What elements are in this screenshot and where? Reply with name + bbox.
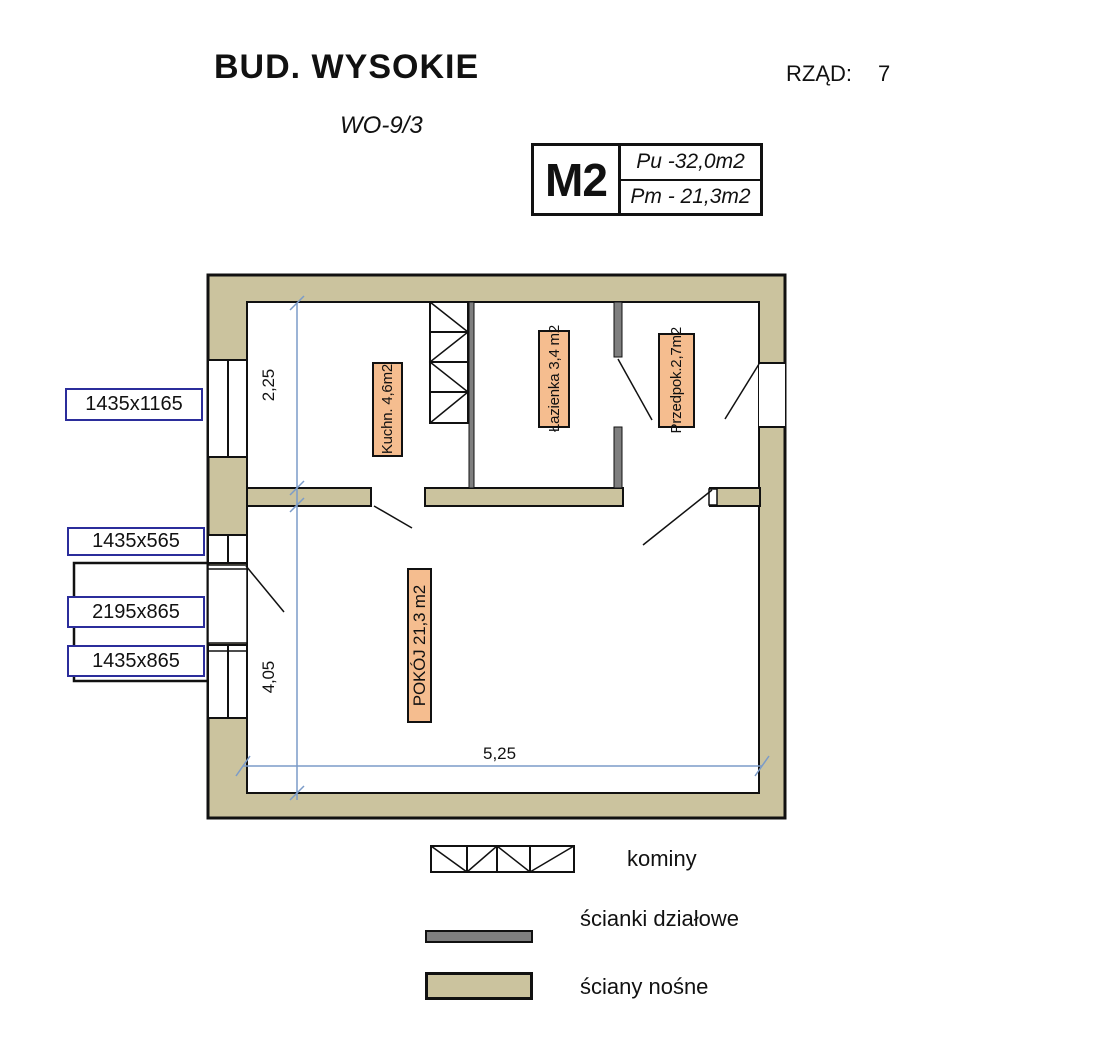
- partition-wall-legend-label: ścianki działowe: [580, 906, 739, 931]
- dimension-room-depth: 4,05: [259, 660, 278, 694]
- room-door-swing: [642, 489, 713, 546]
- hallway-label: Przedpok.2,7m2: [658, 327, 695, 434]
- bathroom-door-swing: [617, 358, 653, 421]
- hallway-label-text: Przedpok.2,7m2: [668, 327, 685, 434]
- kitchen-partition-wall: [468, 301, 475, 489]
- chimney-legend-label: kominy: [627, 846, 697, 871]
- unit-card: M2 Pu -32,0m2 Pm - 21,3m2: [531, 143, 763, 216]
- window-2-symbol: [207, 534, 248, 564]
- room-label: POKÓJ 21,3 m2: [407, 568, 432, 723]
- drawing-code: WO-9/3: [340, 112, 423, 139]
- kitchen-door-swing: [373, 505, 413, 529]
- balcony-door-label: 2195x865: [67, 596, 205, 628]
- bathroom-label: Łazienka 3,4 m2: [538, 325, 570, 433]
- entry-door-swing: [724, 363, 760, 420]
- chimney-block: [428, 301, 470, 424]
- room-label-text: POKÓJ 21,3 m2: [409, 584, 429, 707]
- living-area: Pm - 21,3m2: [630, 184, 751, 208]
- sheet-title: BUD. WYSOKIE: [214, 48, 480, 86]
- row-number: 7: [878, 61, 891, 86]
- bathroom-partition-wall: [613, 301, 653, 489]
- window-1-symbol: [207, 359, 248, 458]
- kitchen-label: Kuchn. 4,6m2: [372, 362, 403, 457]
- exterior-walls: [206, 273, 787, 820]
- unit-name: M2: [534, 146, 621, 213]
- room-door: [642, 488, 718, 546]
- row-label: RZĄD:: [786, 61, 852, 86]
- load-bearing-wall-legend-symbol: [425, 972, 533, 1000]
- window-3-label: 1435x865: [67, 645, 205, 677]
- chimney-legend-symbol: [430, 845, 575, 873]
- entry-door-opening: [724, 362, 785, 428]
- window-3-symbol: [207, 644, 248, 719]
- usable-area: Pu -32,0m2: [621, 146, 760, 181]
- load-bearing-wall-legend-label: ściany nośne: [580, 974, 709, 999]
- dimension-width: 5,25: [483, 744, 517, 763]
- bathroom-label-text: Łazienka 3,4 m2: [545, 325, 563, 433]
- dimension-kitchen-depth: 2,25: [259, 368, 278, 402]
- balcony-door-swing: [245, 565, 285, 613]
- kitchen-label-text: Kuchn. 4,6m2: [379, 364, 396, 455]
- window-2-label: 1435x565: [67, 527, 205, 556]
- interior-load-bearing-wall: [246, 487, 761, 507]
- row-indicator: RZĄD: 7: [786, 61, 890, 87]
- balcony-door-symbol: [207, 564, 285, 644]
- window-1-label: 1435x1165: [65, 388, 203, 421]
- unit-areas: Pu -32,0m2 Pm - 21,3m2: [621, 146, 760, 213]
- partition-wall-legend-symbol: [425, 930, 533, 943]
- dimension-lines: [235, 295, 770, 801]
